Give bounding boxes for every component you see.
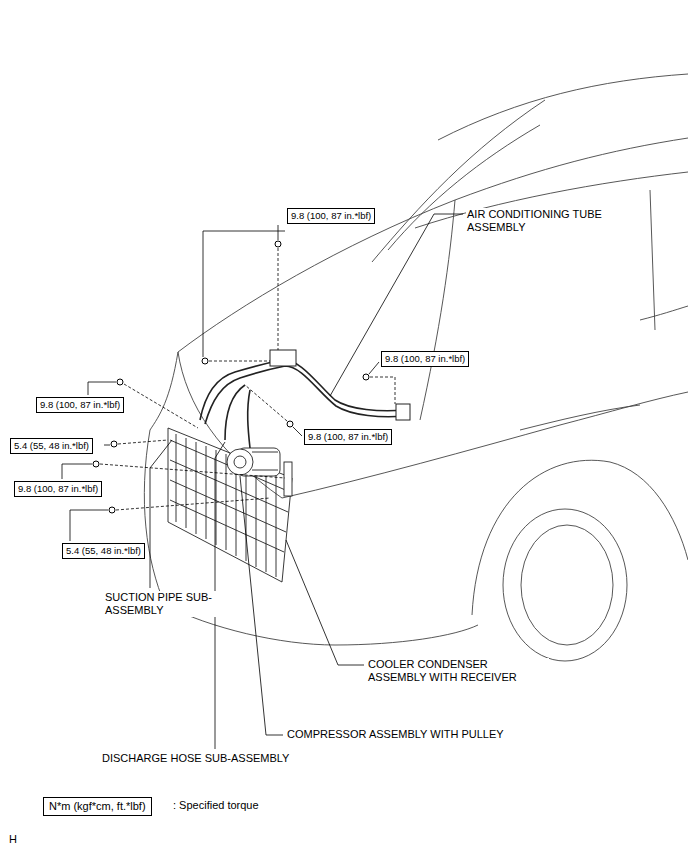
roof-line xyxy=(438,74,688,140)
torque-leaders xyxy=(62,225,379,541)
torque-spec-box: 5.4 (55, 48 in.*lbf) xyxy=(62,543,145,559)
torque-value: 5.4 (55, 48 in.*lbf) xyxy=(14,440,89,452)
tire xyxy=(503,509,627,661)
torque-value: 9.8 (100, 87 in.*lbf) xyxy=(18,483,98,495)
bolt-dashed-lines xyxy=(100,248,395,510)
wheel-arch xyxy=(472,460,688,615)
torque-spec-box: 9.8 (100, 87 in.*lbf) xyxy=(381,351,469,367)
torque-spec-box: 9.8 (100, 87 in.*lbf) xyxy=(36,397,124,413)
torque-spec-box: 5.4 (55, 48 in.*lbf) xyxy=(10,438,93,454)
door-line xyxy=(640,306,688,320)
torque-spec-box: 9.8 (100, 87 in.*lbf) xyxy=(287,208,375,224)
torque-value: 9.8 (100, 87 in.*lbf) xyxy=(385,353,465,365)
torque-value: 9.8 (100, 87 in.*lbf) xyxy=(40,399,120,411)
condenser xyxy=(168,428,292,582)
compressor xyxy=(227,448,280,476)
part-name: COOLER CONDENSER ASSEMBLY WITH RECEIVER xyxy=(367,658,549,684)
torque-value: 9.8 (100, 87 in.*lbf) xyxy=(308,431,388,443)
part-name: SUCTION PIPE SUB-ASSEMBLY xyxy=(104,591,216,617)
part-name: AIR CONDITIONING TUBE ASSEMBLY xyxy=(466,208,638,234)
torque-value: N*m (kgf*cm, ft.*lbf) xyxy=(49,799,146,814)
part-name: DISCHARGE HOSE SUB-ASSEMBLY xyxy=(101,752,290,765)
torque-value: 5.4 (55, 48 in.*lbf) xyxy=(66,545,141,557)
legend-text: : Specified torque xyxy=(172,799,260,812)
wheel-rim xyxy=(521,525,613,645)
refrigerant-piping xyxy=(200,350,410,448)
torque-spec-box: 9.8 (100, 87 in.*lbf) xyxy=(304,429,392,445)
part-name: COMPRESSOR ASSEMBLY WITH PULLEY xyxy=(286,728,505,741)
figure-code: H xyxy=(8,833,18,846)
a-pillar xyxy=(372,100,545,262)
legend-sample-box: N*m (kgf*cm, ft.*lbf) xyxy=(43,797,152,816)
pillar-line xyxy=(650,190,655,330)
hood-edge xyxy=(178,138,688,352)
grille-side xyxy=(150,352,178,430)
fender-line xyxy=(282,392,688,498)
torque-value: 9.8 (100, 87 in.*lbf) xyxy=(291,210,371,222)
body-crease xyxy=(520,405,640,430)
bumper-front xyxy=(144,430,165,605)
torque-spec-box: 9.8 (100, 87 in.*lbf) xyxy=(14,481,102,497)
bolts xyxy=(93,241,369,513)
hood-side xyxy=(420,200,455,420)
